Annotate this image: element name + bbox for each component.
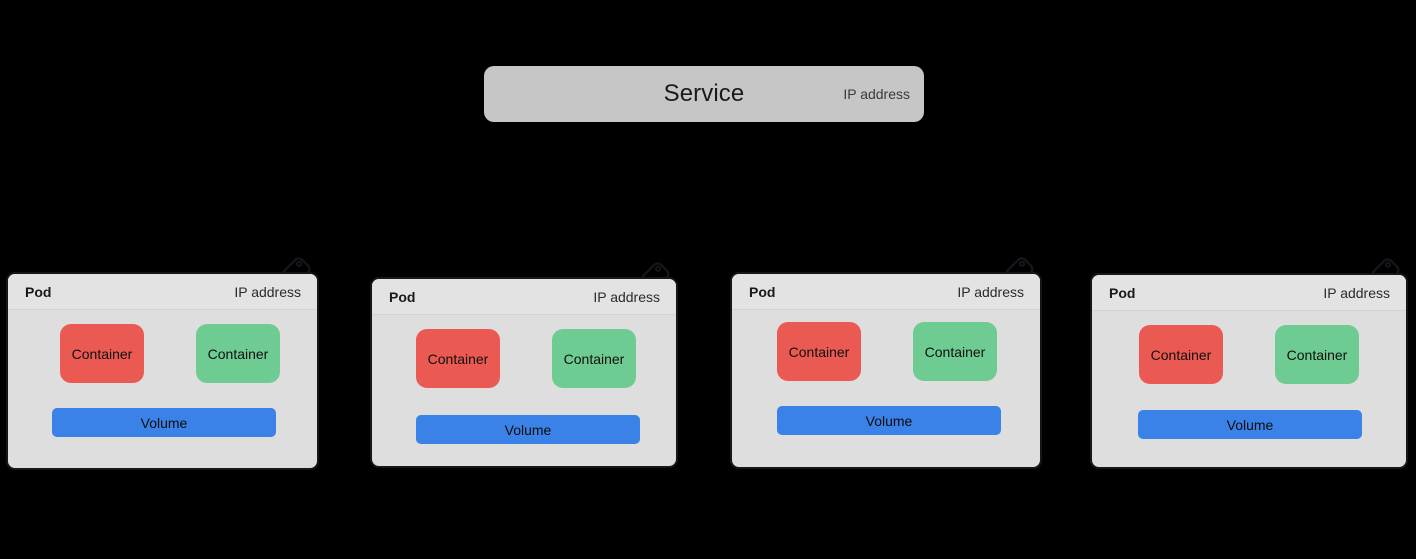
pod-header: Pod IP address	[372, 279, 676, 315]
container-green[interactable]: Container	[196, 324, 280, 383]
pod-title: Pod	[25, 284, 52, 300]
pod-header: Pod IP address	[1092, 275, 1406, 311]
pod-ip-address-label: IP address	[234, 284, 301, 300]
pod-body: Pod IP address Container Container Volum…	[730, 272, 1042, 469]
volume-bar[interactable]: Volume	[52, 408, 276, 437]
pod-2[interactable]: Pod IP address Container Container Volum…	[370, 255, 678, 468]
container-red[interactable]: Container	[1139, 325, 1223, 384]
pod-body: Pod IP address Container Container Volum…	[370, 277, 678, 468]
container-row: Container Container	[1092, 325, 1406, 387]
volume-bar[interactable]: Volume	[777, 406, 1001, 435]
container-row: Container Container	[372, 329, 676, 391]
container-green[interactable]: Container	[1275, 325, 1359, 384]
pod-ip-address-label: IP address	[957, 284, 1024, 300]
pod-1[interactable]: Pod IP address Container Container Volum…	[6, 250, 319, 476]
pod-body: Pod IP address Container Container Volum…	[6, 272, 319, 470]
container-row: Container Container	[732, 322, 1040, 384]
pod-body: Pod IP address Container Container Volum…	[1090, 273, 1408, 469]
container-red[interactable]: Container	[416, 329, 500, 388]
service-box[interactable]: Service IP address	[484, 66, 924, 122]
service-title: Service	[663, 80, 745, 107]
pod-ip-address-label: IP address	[1323, 285, 1390, 301]
container-red[interactable]: Container	[60, 324, 144, 383]
pod-header: Pod IP address	[8, 274, 317, 310]
pod-ip-address-label: IP address	[593, 289, 660, 305]
container-red[interactable]: Container	[777, 322, 861, 381]
pod-3[interactable]: Pod IP address Container Container Volum…	[730, 250, 1042, 475]
pod-title: Pod	[389, 289, 416, 305]
pod-header: Pod IP address	[732, 274, 1040, 310]
container-green[interactable]: Container	[552, 329, 636, 388]
volume-bar[interactable]: Volume	[416, 415, 640, 444]
container-green[interactable]: Container	[913, 322, 997, 381]
service-ip-address-label: IP address	[843, 86, 910, 102]
pod-title: Pod	[749, 284, 776, 300]
volume-bar[interactable]: Volume	[1138, 410, 1362, 439]
pod-title: Pod	[1109, 285, 1136, 301]
pod-4[interactable]: Pod IP address Container Container Volum…	[1090, 251, 1408, 473]
container-row: Container Container	[8, 324, 317, 386]
